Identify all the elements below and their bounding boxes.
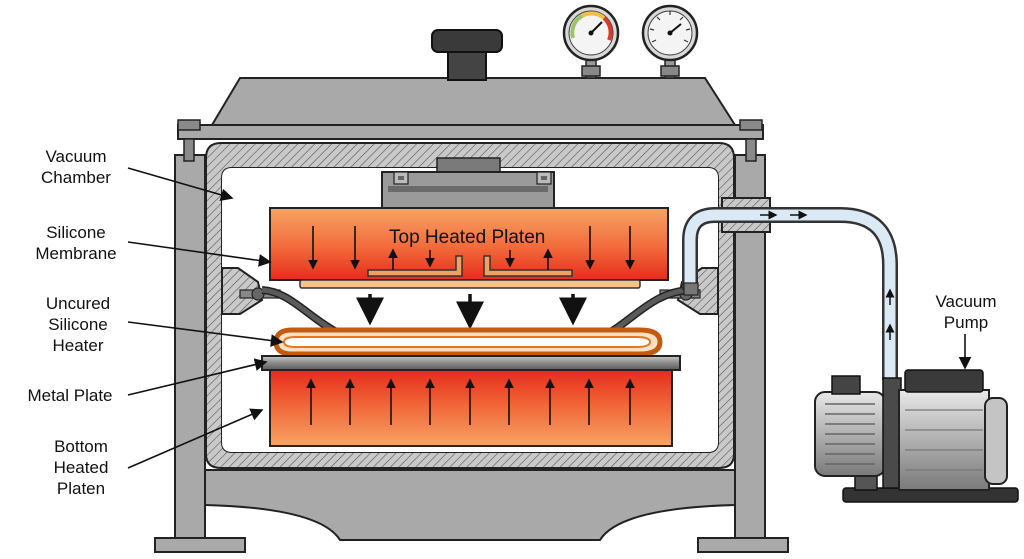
- pressure-gauge-icon: [562, 4, 620, 79]
- press-frame: [154, 77, 789, 553]
- label-metal-plate: Metal Plate: [27, 386, 113, 405]
- leader-lines: [127, 167, 972, 469]
- vacuum-hose: [682, 207, 898, 380]
- heat-flow-arrows-down: [308, 226, 635, 270]
- vacuum-pump-icon: [814, 369, 1019, 503]
- heat-flow-arrows-bottom: [306, 378, 635, 425]
- vacuum-gauge-icon: [641, 4, 699, 79]
- bolt-left: [177, 119, 201, 162]
- bolt-right: [739, 119, 763, 162]
- metal-plate: [261, 355, 681, 371]
- pressure-arrows: [356, 294, 587, 330]
- bottom-heated-platen: [269, 369, 673, 447]
- top-platen-mount: [381, 157, 555, 209]
- flow-arrow-icon: [760, 210, 895, 340]
- top-heated-platen: [269, 207, 669, 289]
- heat-flow-arrows-up: [388, 248, 553, 270]
- clamp-knob-icon: [431, 29, 503, 81]
- label-top-heated-platen: Top Heated Platen: [389, 227, 546, 248]
